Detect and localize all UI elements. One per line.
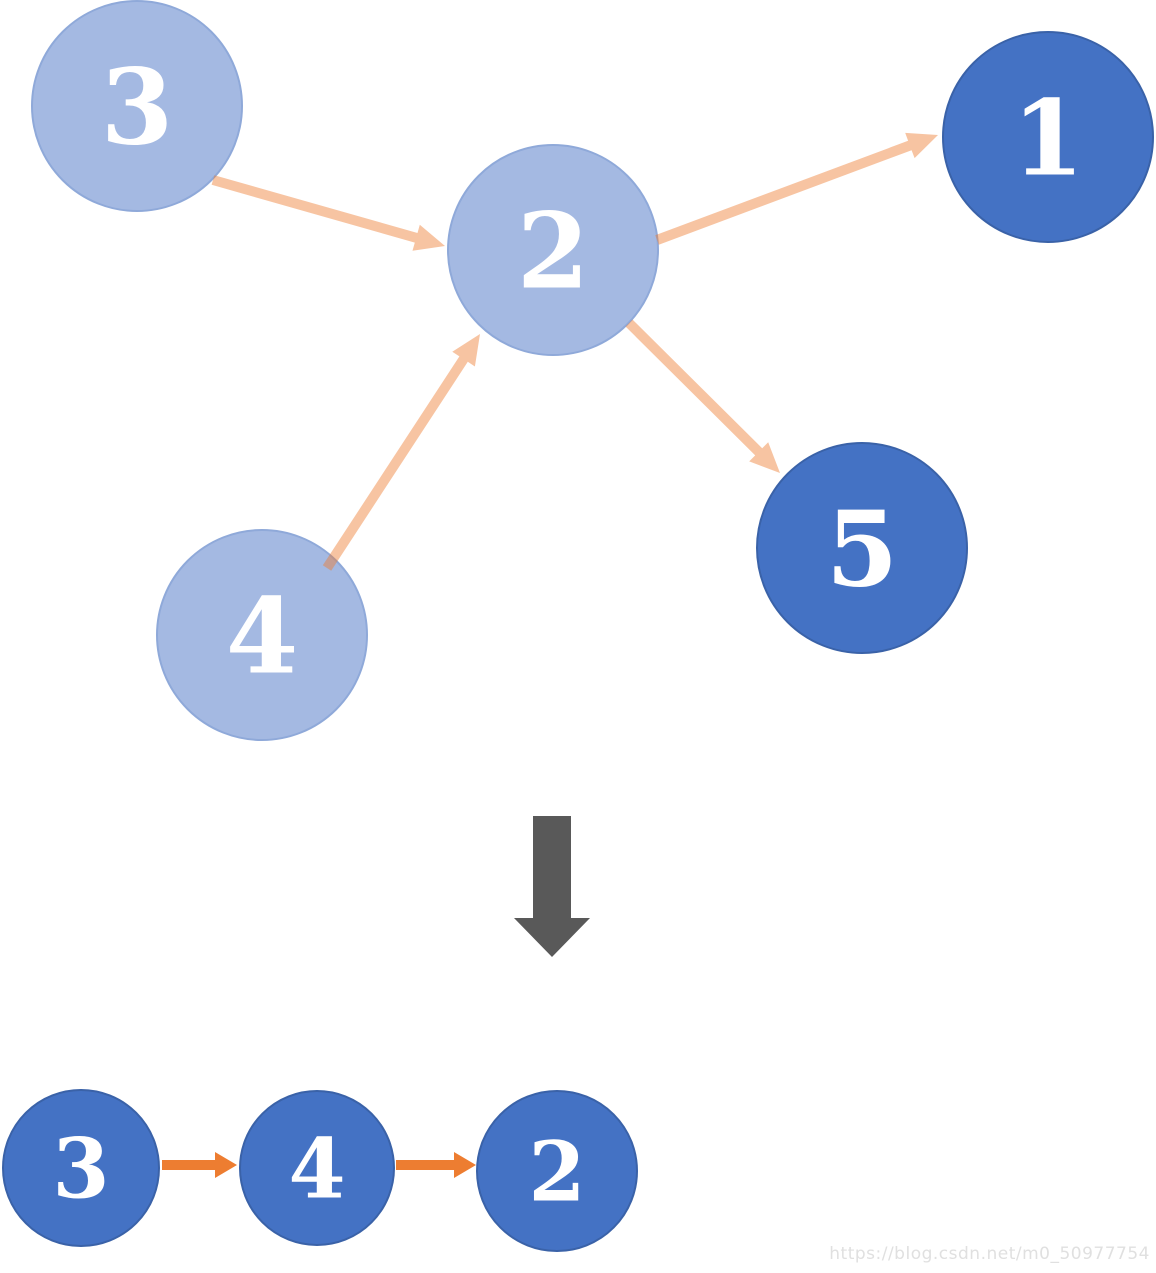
down-arrow-shape [514,816,590,957]
bottom-graph-nodes: 3 4 2 [2,1089,638,1252]
node-label-2: 2 [517,189,589,312]
node-circle-2 [447,144,659,356]
top-graph-nodes: 3 2 1 4 5 [31,0,1154,741]
top-graph-edges [211,132,938,571]
watermark-text: https://blog.csdn.net/m0_50977754 [829,1244,1150,1264]
edge-arrow-4-to-2 [322,334,480,571]
bottom-graph-edges [162,1152,476,1178]
node-circle-4 [156,529,368,741]
down-block-arrow [514,816,590,957]
node-circle-3 [2,1089,160,1247]
node-circle-2 [476,1090,638,1252]
node-circle-4 [239,1090,395,1246]
node-circle-5 [756,442,968,654]
node-label-3: 3 [52,1122,109,1218]
node-label-5: 5 [826,487,898,610]
node-label-4: 4 [288,1122,345,1218]
graph-node-4: 4 [239,1090,395,1246]
node-label-2: 2 [528,1125,585,1221]
edge-arrow-2-to-5 [625,319,780,473]
edge-arrow-2-to-1 [655,132,938,245]
edge-arrow-b4-to-b2 [396,1152,476,1178]
node-circle-1 [942,31,1154,243]
graph-node-1: 1 [942,31,1154,243]
node-label-3: 3 [101,45,173,168]
node-label-1: 1 [1012,76,1084,199]
graph-node-3: 3 [31,0,243,212]
edge-arrow-3-to-2 [211,175,445,251]
node-label-4: 4 [226,574,298,697]
graph-node-3: 3 [2,1089,160,1247]
node-circle-3 [31,0,243,212]
graph-node-5: 5 [756,442,968,654]
graph-node-2: 2 [476,1090,638,1252]
graph-node-2: 2 [447,144,659,356]
edge-arrow-b3-to-b4 [162,1152,237,1178]
graph-node-4: 4 [156,529,368,741]
